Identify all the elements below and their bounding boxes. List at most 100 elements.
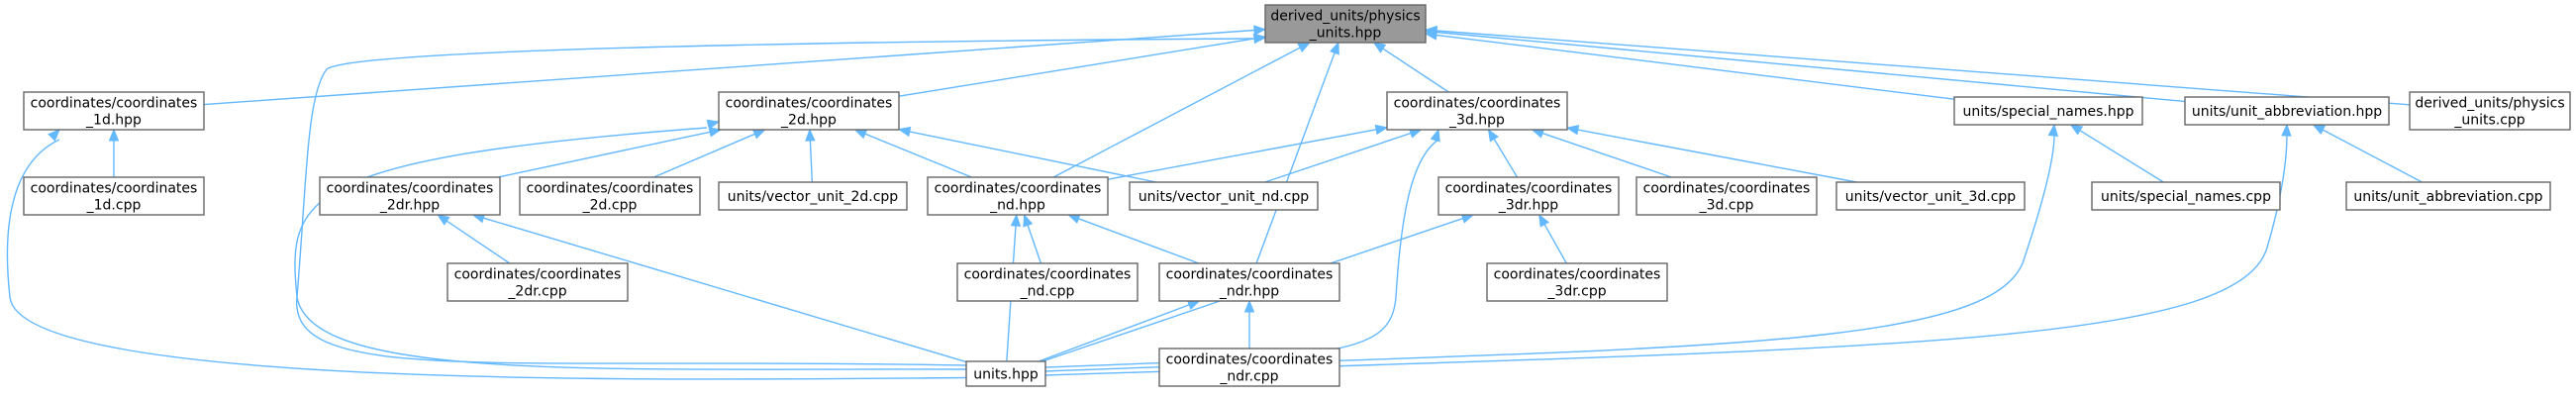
node-c1d-cpp[interactable]: coordinates/coordinates_1d.cpp	[23, 176, 205, 216]
edge-cnd_hpp-to-c2d_hpp-arrowhead	[853, 129, 868, 140]
node-root[interactable]: derived_units/physics_units.hpp	[1264, 4, 1427, 44]
node-c3dr-hpp[interactable]: coordinates/coordinates_3dr.hpp	[1437, 176, 1620, 216]
node-label-line: coordinates/coordinates	[1166, 352, 1334, 368]
node-c3d-cpp[interactable]: coordinates/coordinates_3d.cpp	[1635, 176, 1818, 216]
node-c2d-hpp[interactable]: coordinates/coordinates_2d.hpp	[718, 91, 900, 131]
node-box	[23, 91, 205, 131]
edge-c3dr_hpp-to-c3d_hpp	[1493, 139, 1519, 178]
node-vu2d-cpp[interactable]: units/vector_unit_2d.cpp	[718, 181, 908, 211]
node-box	[1953, 96, 2143, 126]
node-cndr-cpp[interactable]: coordinates/coordinates_ndr.cpp	[1158, 348, 1340, 387]
edge-sn_hpp-to-root	[1436, 34, 1955, 100]
node-label-line: _1d.cpp	[86, 198, 142, 214]
node-label-line: _2d.cpp	[582, 198, 638, 214]
edge-c1d_cpp-to-c1d_hpp-arrowhead	[108, 128, 120, 142]
edge-c1d_hpp-to-root-arrowhead	[1253, 25, 1267, 36]
node-box	[519, 176, 701, 216]
edge-units_hpp-to-c2d_hpp-arrowhead	[706, 119, 721, 130]
edge-du_cpp-to-root-arrowhead	[1424, 25, 1437, 37]
node-c2dr-hpp[interactable]: coordinates/coordinates_2dr.hpp	[319, 176, 501, 216]
node-label-line: coordinates/coordinates	[1445, 181, 1613, 197]
node-box	[2409, 91, 2571, 131]
node-label-line: units/special_names.cpp	[2101, 189, 2271, 205]
node-du-cpp[interactable]: derived_units/physics_units.cpp	[2409, 91, 2571, 131]
node-box	[1158, 348, 1340, 387]
node-c1d-hpp[interactable]: coordinates/coordinates_1d.hpp	[23, 91, 205, 131]
edge-c2d_cpp-to-c2d_hpp	[653, 133, 755, 178]
graph-nodes: derived_units/physics_units.hpp coordinat…	[23, 4, 2571, 387]
edge-c3dr_cpp-to-c3dr_hpp-arrowhead	[1538, 213, 1549, 228]
edge-c3d_hpp-to-root-arrowhead	[1372, 42, 1387, 53]
node-sn-hpp[interactable]: units/special_names.hpp	[1953, 96, 2143, 126]
edge-cnd_hpp-to-c3d_hpp-arrowhead	[1374, 124, 1389, 136]
edge-units_hpp-to-cndr_hpp	[1038, 304, 1190, 362]
edge-vu3d_cpp-to-c3d_hpp-arrowhead	[1565, 125, 1580, 136]
edge-c1d_hpp-to-root	[203, 29, 1255, 106]
node-label-line: units/vector_unit_nd.cpp	[1139, 189, 1309, 205]
edge-ua_cpp-to-ua_hpp	[2322, 129, 2423, 183]
node-sn-cpp[interactable]: units/special_names.cpp	[2091, 181, 2281, 211]
edge-c3dr_cpp-to-c3dr_hpp	[1543, 224, 1567, 264]
node-label-line: _2d.hpp	[780, 113, 837, 129]
edge-units_hpp-to-c2d_hpp	[294, 127, 967, 370]
node-c2dr-cpp[interactable]: coordinates/coordinates_2dr.cpp	[446, 262, 629, 302]
node-box	[956, 262, 1139, 302]
edge-c3d_hpp-to-root	[1382, 48, 1449, 93]
node-label-line: _units.hpp	[1309, 26, 1382, 42]
node-label-line: units/special_names.hpp	[1962, 104, 2133, 120]
node-label-line: units/unit_abbreviation.cpp	[2353, 189, 2542, 205]
node-label-line: coordinates/coordinates	[327, 181, 494, 197]
node-label-line: coordinates/coordinates	[1643, 181, 1811, 197]
edge-vu2d_cpp-to-c2d_hpp	[809, 140, 814, 183]
edge-units_hpp-to-c1d_hpp-arrowhead	[48, 129, 60, 142]
node-box	[319, 176, 501, 216]
node-box	[965, 360, 1046, 387]
node-label-line: units/vector_unit_3d.cpp	[1845, 189, 2016, 205]
node-box	[718, 91, 900, 131]
node-label-line: coordinates/coordinates	[31, 96, 198, 112]
node-vu3d-cpp[interactable]: units/vector_unit_3d.cpp	[1835, 181, 2026, 211]
node-label-line: _2dr.cpp	[507, 284, 566, 300]
edge-cndr_hpp-to-cnd_hpp-arrowhead	[1066, 214, 1081, 224]
edge-cndr_cpp-to-cndr_hpp-arrowhead	[1243, 299, 1255, 313]
edge-units_hpp-to-c3d_hpp-arrowhead	[1430, 128, 1440, 143]
edge-cnd_cpp-to-cnd_hpp-arrowhead	[1023, 213, 1034, 228]
node-cnd-hpp[interactable]: coordinates/coordinates_nd.hpp	[927, 176, 1109, 216]
edge-sn_cpp-to-sn_hpp-arrowhead	[2069, 124, 2084, 136]
node-c3d-hpp[interactable]: coordinates/coordinates_3d.hpp	[1386, 91, 1568, 131]
edge-cnd_cpp-to-cnd_hpp	[1027, 225, 1042, 264]
edge-vund_cpp-to-c2d_hpp-arrowhead	[897, 126, 912, 138]
edge-vund_cpp-to-c2d_hpp	[909, 131, 1156, 183]
edge-c3d_cpp-to-c3d_hpp	[1541, 132, 1672, 178]
edge-c2dr_hpp-to-c2d_hpp	[497, 131, 711, 178]
node-vund-cpp[interactable]: units/vector_unit_nd.cpp	[1129, 181, 1319, 211]
node-label-line: _ndr.cpp	[1219, 369, 1278, 385]
edge-c3dr_hpp-to-c3d_hpp-arrowhead	[1487, 128, 1499, 143]
edge-vu2d_cpp-to-c2d_hpp-arrowhead	[805, 128, 816, 142]
edge-cnd_hpp-to-root	[1052, 47, 1301, 178]
node-ua-hpp[interactable]: units/unit_abbreviation.hpp	[2184, 96, 2390, 126]
node-box	[1386, 91, 1568, 131]
edge-units_hpp-to-c1d_hpp	[6, 139, 967, 380]
edge-c2d_hpp-to-root	[898, 38, 1255, 97]
node-label-line: _units.cpp	[2453, 113, 2525, 129]
node-box	[1835, 181, 2026, 211]
node-label-line: coordinates/coordinates	[1166, 267, 1334, 283]
node-cnd-cpp[interactable]: coordinates/coordinates_nd.cpp	[956, 262, 1139, 302]
node-ua-cpp[interactable]: units/unit_abbreviation.cpp	[2345, 181, 2551, 211]
node-label-line: _nd.hpp	[989, 198, 1045, 214]
node-units-hpp[interactable]: units.hpp	[965, 360, 1046, 387]
node-box	[1486, 262, 1668, 302]
node-label-line: units/vector_unit_2d.cpp	[728, 189, 898, 205]
node-cndr-hpp[interactable]: coordinates/coordinates_ndr.hpp	[1158, 262, 1340, 302]
edge-c2dr_hpp-to-c2d_hpp-arrowhead	[708, 127, 723, 138]
node-box	[23, 176, 205, 216]
node-label-line: _2dr.hpp	[379, 198, 440, 214]
edge-ua_hpp-to-root	[1436, 31, 2186, 103]
node-box	[1635, 176, 1818, 216]
edge-units_hpp-to-cnd_hpp-arrowhead	[1010, 213, 1022, 227]
node-c3dr-cpp[interactable]: coordinates/coordinates_3dr.cpp	[1486, 262, 1668, 302]
node-label-line: coordinates/coordinates	[935, 181, 1102, 197]
node-c2d-cpp[interactable]: coordinates/coordinates_2d.cpp	[519, 176, 701, 216]
node-label-line: _nd.cpp	[1020, 284, 1075, 300]
